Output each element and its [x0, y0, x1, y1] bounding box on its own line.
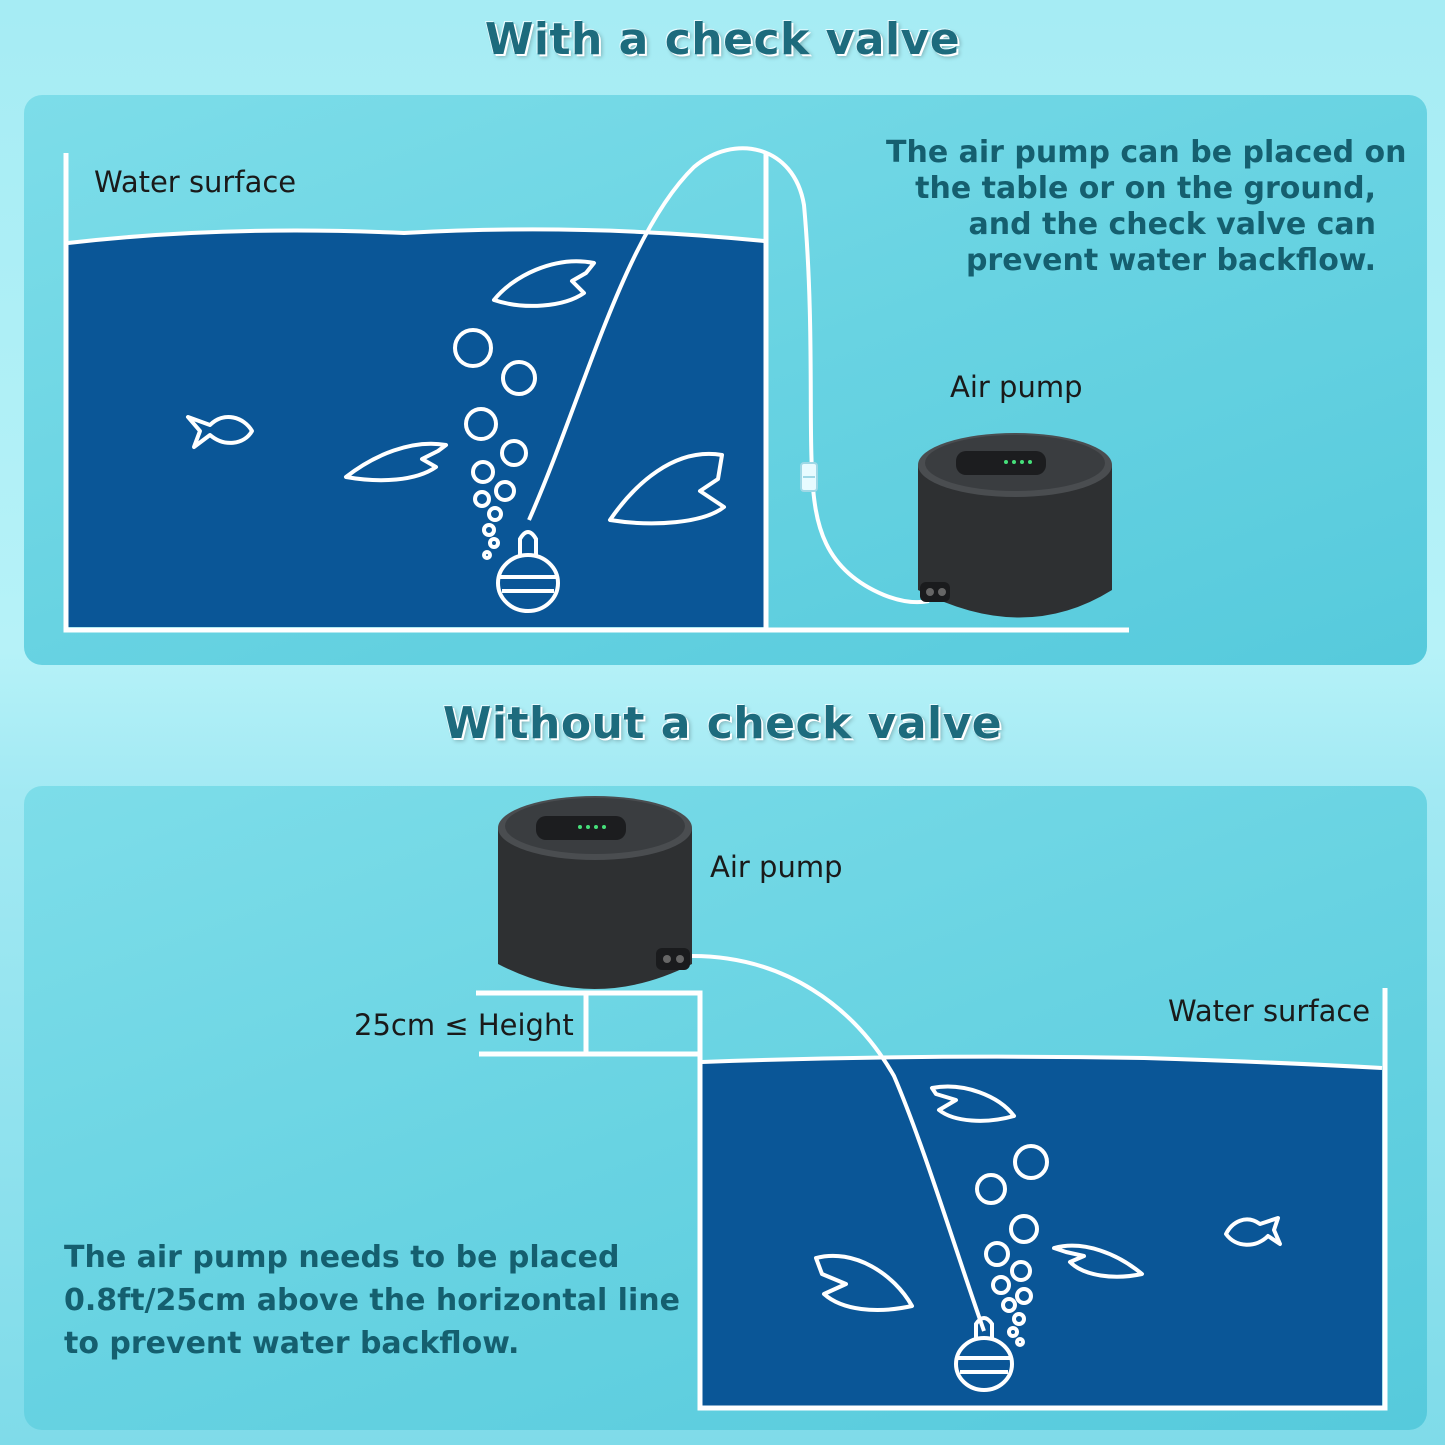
- air-stone-icon: [496, 530, 560, 613]
- top-description: The air pump can be placed on the table …: [886, 135, 1407, 279]
- top-diagram-drawing: [63, 146, 1129, 633]
- tank-water: [68, 229, 764, 627]
- bottom-description: The air pump needs to be placed 0.8ft/25…: [64, 1236, 680, 1365]
- top-section-title: With a check valve: [484, 14, 961, 65]
- bottom-description-line: 0.8ft/25cm above the horizontal line: [64, 1283, 680, 1318]
- top-description-line: and the check valve can: [968, 207, 1377, 242]
- bottom-diagram-drawing: [476, 796, 1388, 1411]
- tank-outline: [697, 988, 1388, 1411]
- bottom-description-line: to prevent water backflow.: [64, 1326, 520, 1361]
- tank-left-wall-and-ground: [63, 153, 1129, 633]
- tank-water: [702, 1056, 1382, 1406]
- top-air-pump-label: Air pump: [950, 370, 1083, 404]
- check-valve-icon: [800, 462, 818, 492]
- top-description-line: The air pump can be placed on: [886, 135, 1407, 170]
- top-description-line: the table or on the ground,: [915, 171, 1376, 206]
- air-pump-icon: [498, 796, 692, 989]
- air-pump-icon: [918, 433, 1112, 618]
- air-tube: [527, 146, 930, 605]
- top-description-line: prevent water backflow.: [965, 243, 1376, 278]
- pump-shelf: [476, 990, 703, 1054]
- bubble-icon: [975, 1144, 1049, 1347]
- top-water-surface-label: Water surface: [94, 165, 297, 199]
- bottom-air-pump-label: Air pump: [710, 850, 843, 884]
- bottom-section-title: Without a check valve: [442, 698, 1003, 749]
- fish-icon: [186, 259, 726, 526]
- air-stone-icon: [954, 1316, 1014, 1392]
- water-surface-line: [701, 1054, 1383, 1070]
- height-label: 25cm ≤ Height: [354, 1008, 574, 1042]
- fish-icon: [814, 1084, 1282, 1312]
- bottom-description-line: The air pump needs to be placed: [64, 1240, 620, 1275]
- air-tube: [691, 954, 986, 1332]
- bubble-icon: [453, 328, 537, 560]
- top-diagram-panel: Water surface Air pump The air pump can …: [24, 95, 1427, 665]
- bottom-water-surface-label: Water surface: [1168, 994, 1371, 1028]
- water-surface-line: [67, 227, 765, 245]
- bottom-diagram-panel: Air pump 25cm ≤ Height Water surface The…: [24, 786, 1427, 1430]
